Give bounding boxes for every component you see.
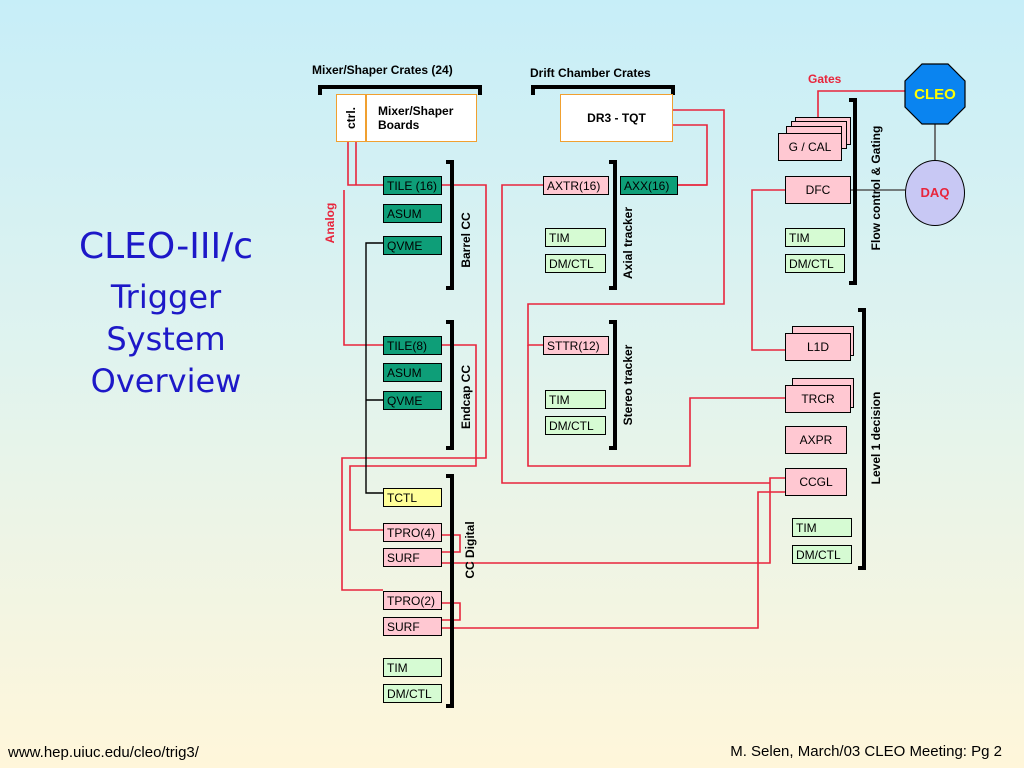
dmctl-flow-box: DM/CTL [785,254,845,273]
tpro4-box: TPRO(4) [383,523,442,542]
footer-credit: M. Selen, March/03 CLEO Meeting: Pg 2 [730,743,1002,760]
gcal-box: G / CAL [778,133,842,161]
asum-barrel-box: ASUM [383,204,442,223]
drift-crates-header: Drift Chamber Crates [530,66,651,80]
surf-2-box: SURF [383,617,442,636]
axpr-box: AXPR [785,426,847,454]
qvme-endcap-box: QVME [383,391,442,410]
mixer-crates-header: Mixer/Shaper Crates (24) [312,63,453,77]
title-line-3: System [106,320,226,358]
cleo-label: CLEO [914,86,956,103]
ctrl-box: ctrl. [336,94,366,142]
title-main: CLEO-III/c [78,226,254,267]
dmctl-axial-box: DM/CTL [545,254,606,273]
dmctl-l1-box: DM/CTL [792,545,852,564]
tim-flow-box: TIM [785,228,845,247]
tile16-box: TILE (16) [383,176,442,195]
tim-stereo-box: TIM [545,390,606,409]
mixer-boards-label-2: Boards [378,118,420,132]
asum-endcap-box: ASUM [383,363,442,382]
sttr-box: STTR(12) [543,336,609,355]
tim-ccd-box: TIM [383,658,442,677]
dfc-box: DFC [785,176,851,204]
dr3-tqt-box: DR3 - TQT [560,94,673,142]
l1d-box: L1D [785,333,851,361]
mixer-boards-label-1: Mixer/Shaper [378,104,454,118]
trcr-box: TRCR [785,385,851,413]
axial-tracker-label: Axial tracker [621,206,635,280]
axx-box: AXX(16) [620,176,678,195]
stereo-tracker-label: Stereo tracker [621,344,635,426]
barrel-cc-label: Barrel CC [459,212,473,268]
tile8-box: TILE(8) [383,336,442,355]
footer-url[interactable]: www.hep.uiuc.edu/cleo/trig3/ [8,744,199,761]
dmctl-ccd-box: DM/CTL [383,684,442,703]
ccgl-box: CCGL [785,468,847,496]
title-line-4: Overview [90,362,242,400]
dmctl-stereo-box: DM/CTL [545,416,606,435]
qvme-barrel-box: QVME [383,236,442,255]
surf-1-box: SURF [383,548,442,567]
axtr-box: AXTR(16) [543,176,609,195]
tpro2-box: TPRO(2) [383,591,442,610]
gates-label: Gates [808,72,842,86]
tctl-box: TCTL [383,488,442,507]
daq-label: DAQ [920,185,950,200]
ctrl-label: ctrl. [343,106,358,130]
cc-digital-label: CC Digital [463,521,477,579]
mixer-boards-box: Mixer/Shaper Boards [366,94,477,142]
tim-axial-box: TIM [545,228,606,247]
daq-ellipse [905,160,965,226]
cleo-octagon-icon [904,63,966,125]
level1-decision-label: Level 1 decision [869,391,883,485]
tim-l1-box: TIM [792,518,852,537]
flow-control-label: Flow control & Gating [869,125,883,251]
endcap-cc-label: Endcap CC [459,364,473,430]
title-line-2: Trigger [110,278,222,316]
analog-label: Analog [323,202,337,244]
